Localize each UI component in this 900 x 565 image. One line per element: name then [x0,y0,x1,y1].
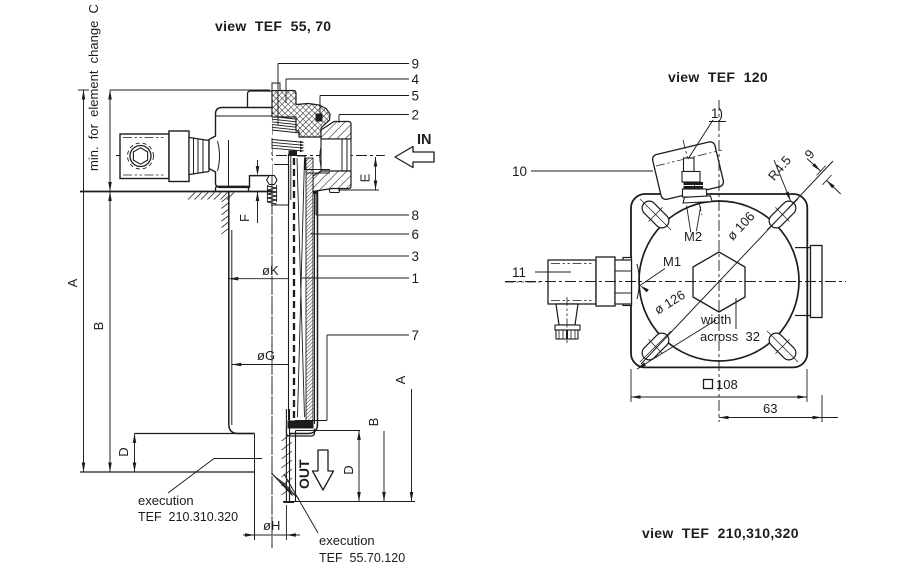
svg-text:11: 11 [512,265,526,280]
svg-text:B: B [366,418,381,427]
svg-text:8: 8 [412,208,420,223]
svg-text:D: D [341,465,356,474]
svg-text:4: 4 [412,72,420,87]
svg-text:A: A [393,375,408,384]
svg-text:execution: execution [319,533,375,548]
svg-text:B: B [91,322,106,331]
svg-text:9: 9 [412,57,420,72]
svg-text:108: 108 [716,377,738,392]
svg-text:F: F [237,214,252,222]
svg-text:E: E [358,173,373,182]
svg-text:OUT: OUT [296,459,312,489]
svg-text:5: 5 [412,89,420,104]
svg-text:IN: IN [417,132,432,148]
svg-text:3: 3 [412,249,420,264]
svg-text:1: 1 [412,271,420,286]
svg-text:TEF 55.70.120: TEF 55.70.120 [319,551,405,565]
svg-text:view TEF 55, 70: view TEF 55, 70 [215,18,331,34]
svg-text:A: A [65,278,80,287]
svg-text:M2: M2 [684,229,702,244]
svg-text:63: 63 [763,401,777,416]
svg-text:D: D [116,447,131,456]
svg-text:7: 7 [412,328,420,343]
svg-text:execution: execution [138,493,194,508]
svg-text:across 32: across 32 [700,329,760,344]
svg-text:M1: M1 [663,254,681,269]
svg-text:2: 2 [412,108,420,123]
svg-text:øG: øG [257,348,275,363]
svg-text:10: 10 [512,164,527,179]
svg-text:view TEF 120: view TEF 120 [668,69,768,85]
svg-text:width: width [700,312,731,327]
svg-text:min. for element change C: min. for element change C [86,4,101,171]
svg-text:view TEF 210,310,320: view TEF 210,310,320 [642,525,799,541]
svg-text:6: 6 [412,227,420,242]
svg-text:øK: øK [262,263,279,278]
svg-text:TEF 210.310.320: TEF 210.310.320 [138,510,238,524]
svg-text:1): 1) [711,106,723,121]
